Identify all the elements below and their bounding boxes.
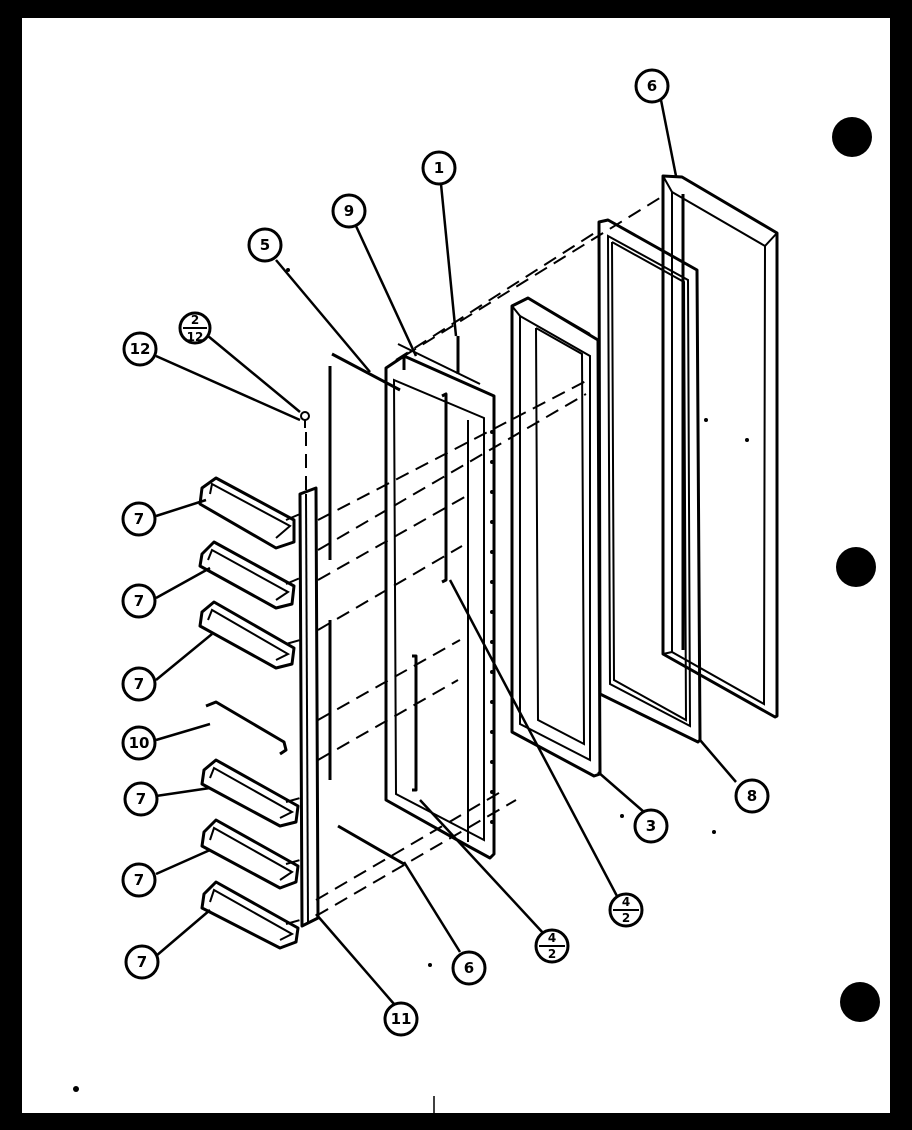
callout-9: 9 <box>331 193 367 229</box>
door-shelf-bin-1 <box>198 476 296 550</box>
svg-text:2: 2 <box>191 313 199 327</box>
frame-strip-upper <box>328 352 401 560</box>
svg-text:7: 7 <box>134 510 144 528</box>
svg-text:6: 6 <box>464 959 474 977</box>
callout-5: 5 <box>247 227 283 263</box>
svg-text:12: 12 <box>130 340 151 358</box>
scan-specks <box>73 268 749 1113</box>
svg-text:4: 4 <box>548 931 556 945</box>
callout-8: 8 <box>734 778 770 814</box>
svg-text:9: 9 <box>344 202 354 220</box>
svg-text:7: 7 <box>134 871 144 889</box>
svg-text:8: 8 <box>747 787 757 805</box>
callout-4-over-2-left: 4 2 <box>534 928 570 964</box>
binder-hole-middle <box>836 547 876 587</box>
svg-text:11: 11 <box>391 1010 412 1028</box>
svg-text:3: 3 <box>646 817 656 835</box>
callout-7-shelf-4: 7 <box>123 781 159 817</box>
callout-10: 10 <box>121 725 157 761</box>
svg-text:2: 2 <box>548 947 556 961</box>
door-shelf-bin-4 <box>200 758 300 828</box>
callout-7-shelf-6: 7 <box>124 944 160 980</box>
shelf-bracket-wire <box>205 700 288 756</box>
svg-text:4: 4 <box>622 895 630 909</box>
alignment-dashed-lines <box>285 195 664 925</box>
paper-background <box>22 18 890 1113</box>
callout-12: 12 <box>122 331 158 367</box>
svg-text:7: 7 <box>137 953 147 971</box>
door-liner <box>384 336 496 860</box>
svg-text:7: 7 <box>134 675 144 693</box>
callout-11: 11 <box>383 1001 419 1037</box>
binder-hole-bottom <box>840 982 880 1022</box>
svg-text:5: 5 <box>260 236 270 254</box>
callout-4-over-2-right: 4 2 <box>608 892 644 928</box>
door-shelf-bin-2 <box>198 540 296 610</box>
svg-text:7: 7 <box>136 790 146 808</box>
callout-3: 3 <box>633 808 669 844</box>
svg-text:7: 7 <box>134 592 144 610</box>
mounting-screw <box>300 411 310 428</box>
callout-7-shelf-3: 7 <box>121 666 157 702</box>
callout-7-shelf-1: 7 <box>121 501 157 537</box>
door-shelf-bin-3 <box>198 600 296 670</box>
callout-7-shelf-2: 7 <box>121 583 157 619</box>
callout-7-shelf-5: 7 <box>121 862 157 898</box>
svg-text:6: 6 <box>647 77 657 95</box>
leader-lines <box>155 99 737 1005</box>
callout-2-over-12: 2 12 <box>178 311 212 345</box>
liner-rivets <box>490 430 494 824</box>
svg-text:1: 1 <box>434 159 444 177</box>
binder-hole-top <box>832 117 872 157</box>
door-outer-panel <box>661 174 779 719</box>
svg-text:2: 2 <box>622 911 630 925</box>
svg-text:10: 10 <box>129 734 150 752</box>
callout-6-bottom: 6 <box>451 950 487 986</box>
door-shelf-bin-5 <box>200 818 300 890</box>
callout-1: 1 <box>421 150 457 186</box>
door-shelf-bin-6 <box>200 880 300 950</box>
svg-text:12: 12 <box>187 330 204 344</box>
callout-6-top: 6 <box>634 68 670 104</box>
